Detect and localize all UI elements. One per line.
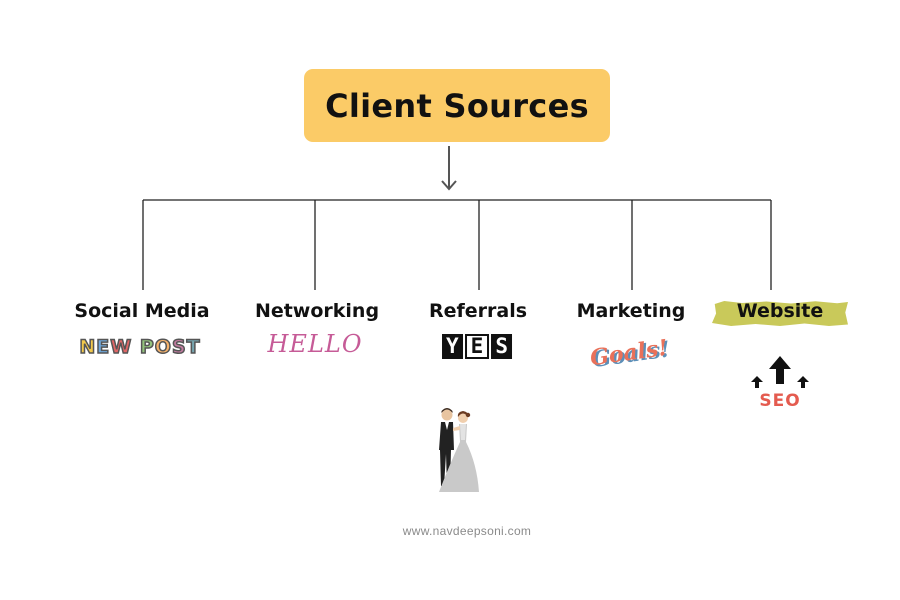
- category-marketing: Marketing: [576, 300, 686, 322]
- up-arrows-icon: [751, 356, 809, 388]
- new-post-letter: W: [110, 335, 133, 359]
- category-social-media: Social Media: [74, 300, 210, 322]
- root-node-label: Client Sources: [325, 86, 589, 125]
- wedding-couple-illustration: [439, 408, 479, 492]
- root-node: Client Sources: [304, 69, 610, 142]
- footer-website-url: www.navdeepsoni.com: [402, 524, 532, 538]
- yes-letter: E: [464, 334, 490, 359]
- new-post-letter: S: [171, 335, 187, 359]
- new-post-letter: N: [79, 335, 97, 359]
- new-post-letter: [132, 336, 140, 358]
- hello-sticker: HELLO: [267, 330, 363, 358]
- website-highlight: [712, 301, 848, 326]
- category-referrals: Referrals: [428, 300, 528, 322]
- root-arrow-head: [441, 180, 457, 191]
- category-networking: Networking: [254, 300, 380, 322]
- yes-letter: S: [491, 334, 512, 359]
- new-post-letter: P: [139, 335, 155, 359]
- new-post-letter: O: [154, 335, 172, 359]
- new-post-sticker: NEW POST: [79, 335, 201, 359]
- yes-letter: Y: [442, 334, 463, 359]
- new-post-letter: T: [186, 335, 201, 359]
- new-post-letter: E: [96, 335, 111, 359]
- category-website: Website: [736, 300, 824, 322]
- seo-sticker: SEO: [759, 391, 801, 411]
